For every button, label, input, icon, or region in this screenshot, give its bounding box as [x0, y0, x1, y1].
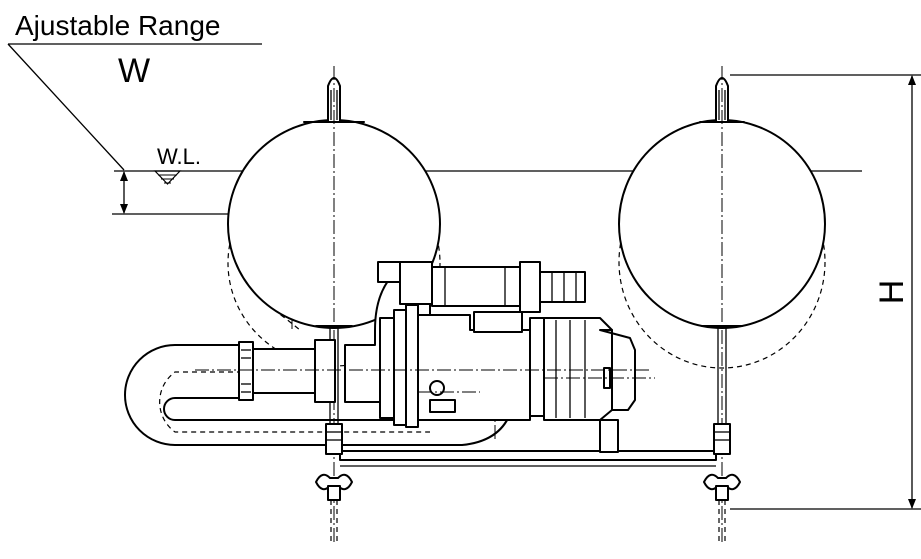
- pump-motor: [529, 317, 655, 421]
- wing-nut-left: [315, 473, 353, 545]
- leader-line: [7, 43, 125, 171]
- wing-nut-right: [703, 473, 741, 545]
- pump-body: [344, 261, 586, 428]
- water-level-symbol: [153, 170, 182, 185]
- mount-bolt-left: [325, 423, 343, 455]
- pipe-coupling: [238, 339, 336, 403]
- left-float-stem: [327, 66, 341, 545]
- w-symbol: W: [118, 52, 150, 90]
- base-frame: [339, 419, 717, 467]
- right-float-stem: [715, 66, 729, 545]
- water-level-label: W.L.: [157, 144, 201, 169]
- mount-bolt-right: [713, 423, 731, 455]
- u-pipe: [124, 344, 463, 446]
- h-symbol: H: [873, 280, 911, 305]
- adjustable-range-label: Ajustable Range: [15, 10, 220, 41]
